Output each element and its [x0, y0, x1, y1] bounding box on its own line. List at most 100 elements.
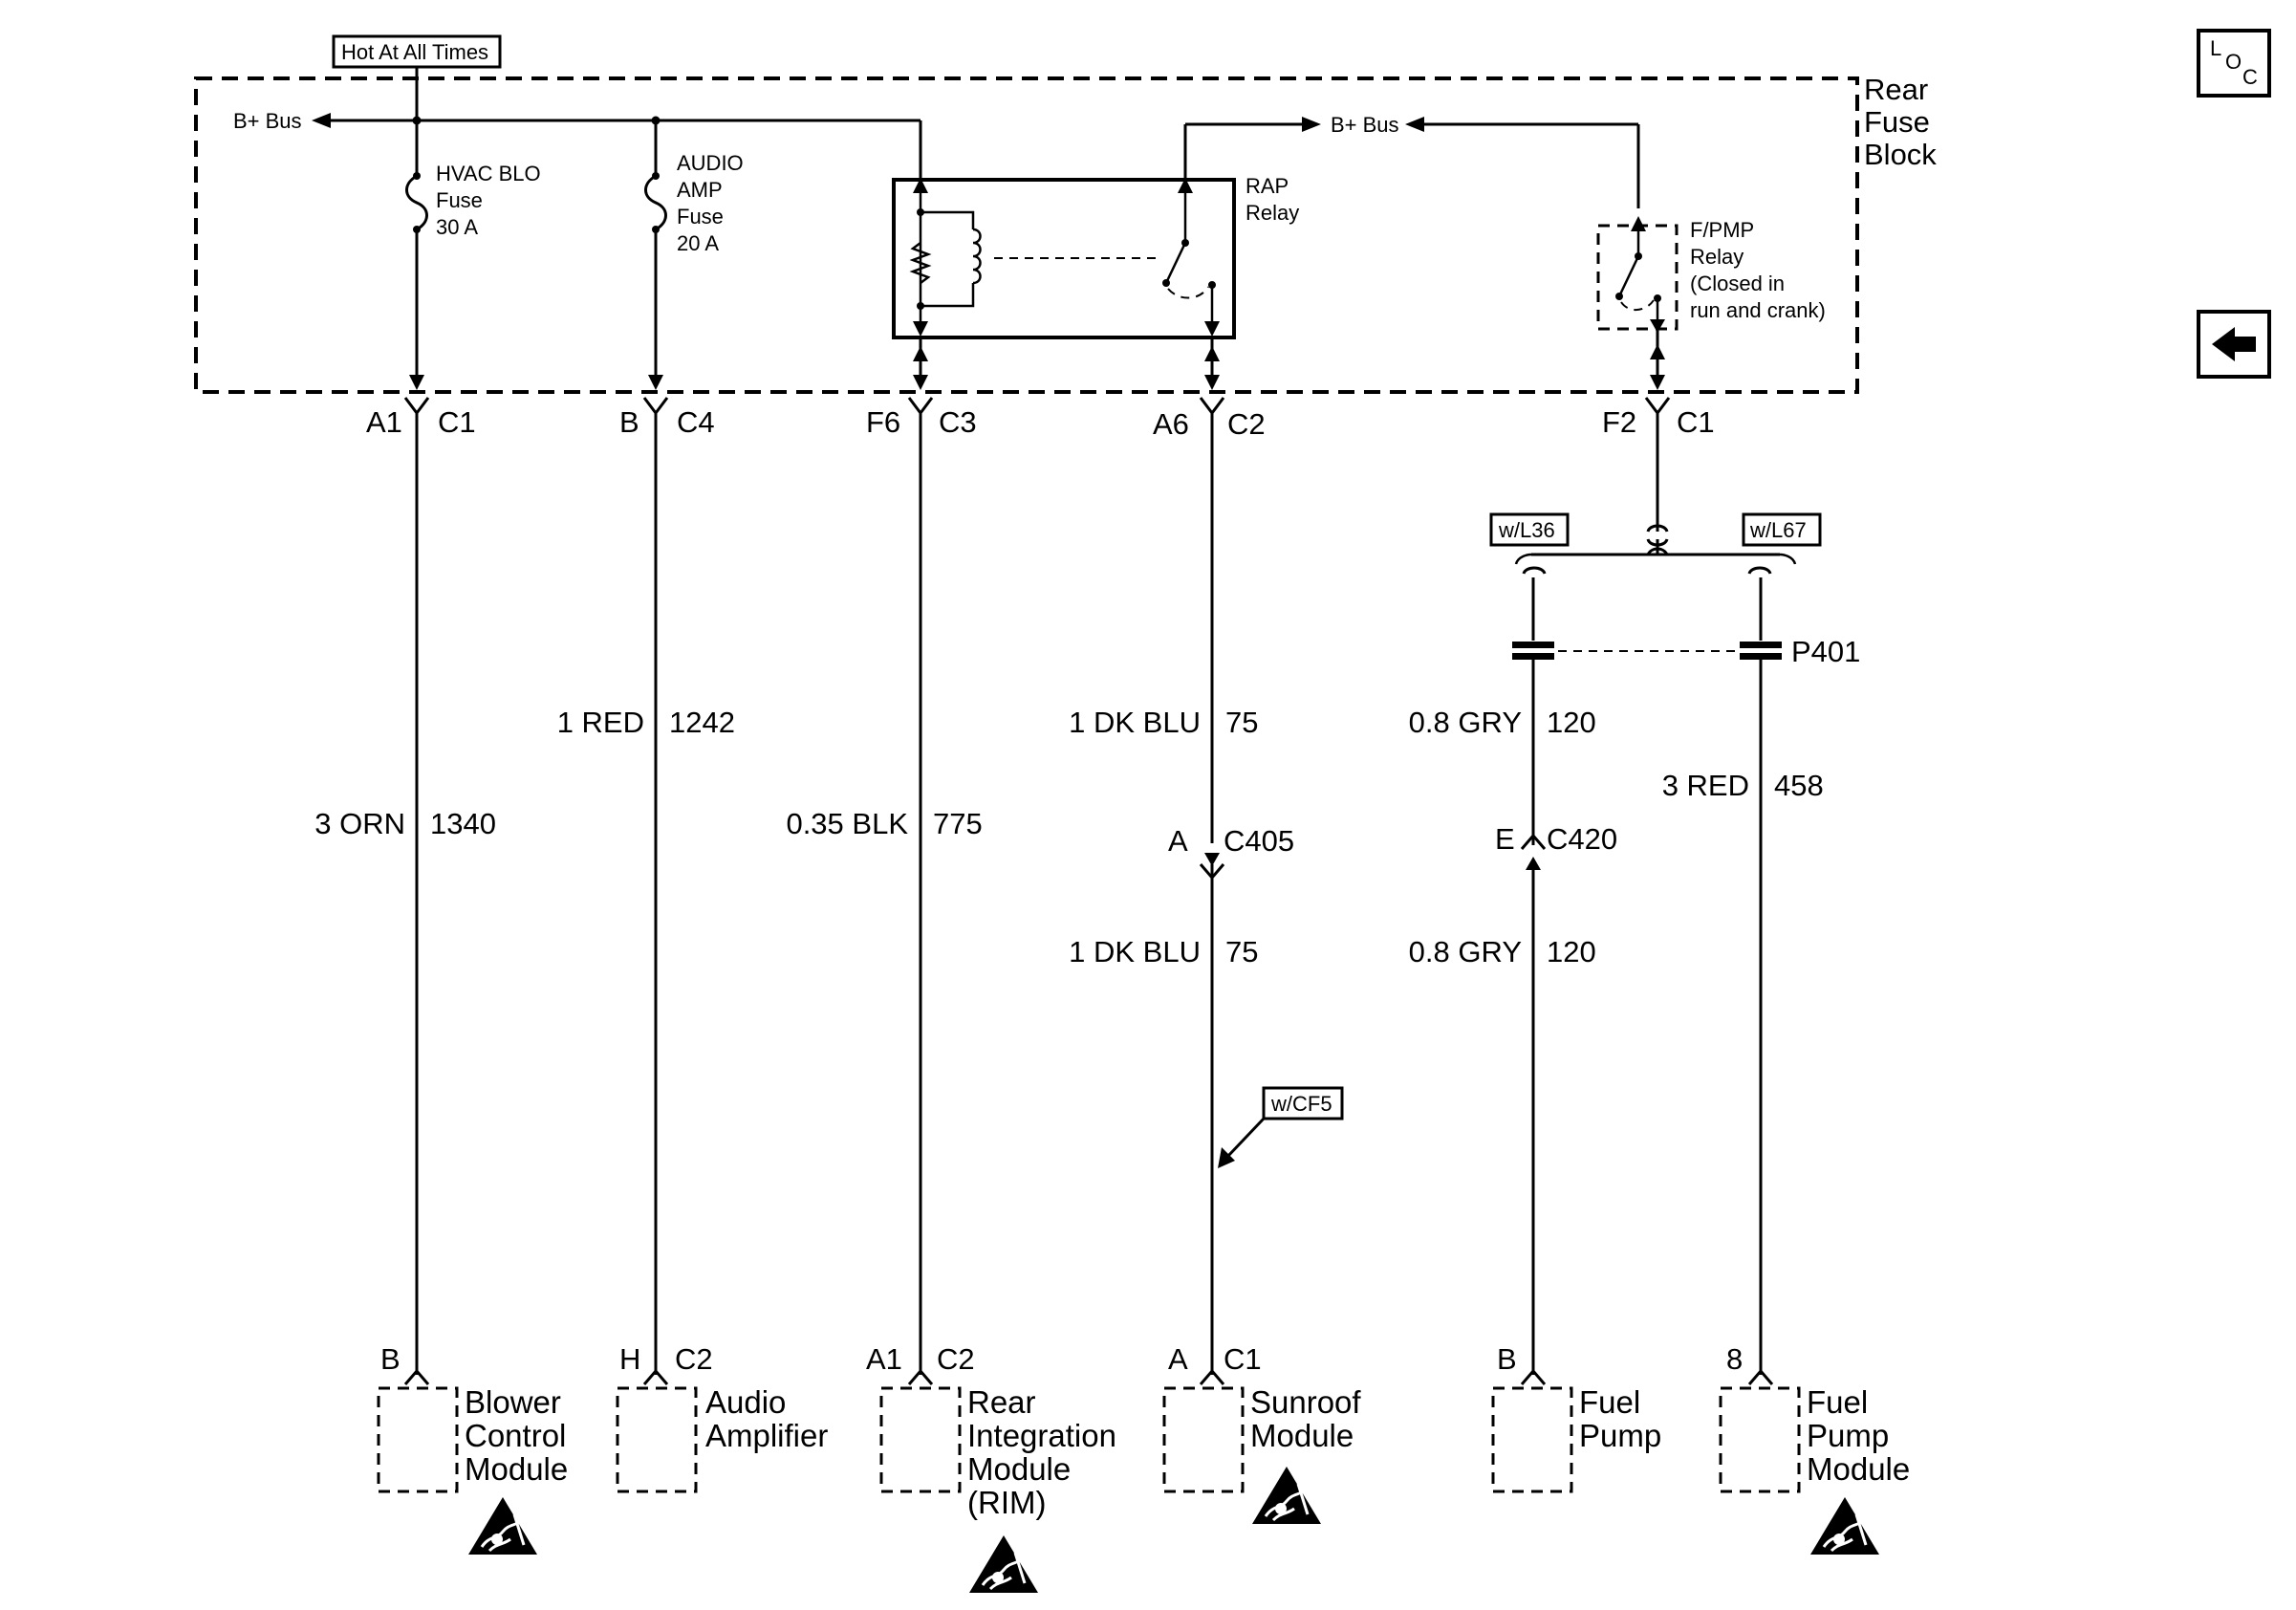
component-name: Control	[465, 1418, 566, 1453]
rear-integration-module-box	[879, 1386, 962, 1493]
loc-letter: C	[2242, 65, 2258, 89]
connector-id: C1	[1677, 405, 1715, 439]
wire-circuit: 75	[1225, 935, 1258, 968]
connector-pin: A1	[366, 405, 402, 439]
wire-circuit: 1242	[669, 706, 735, 739]
connector-id: C1	[438, 405, 476, 439]
esd-sensitive-icon	[967, 1534, 1040, 1595]
wire-spec: 0.8 GRY	[1409, 935, 1522, 968]
option-cf5-label: w/CF5	[1270, 1092, 1332, 1116]
fuse-audio-label: 20 A	[677, 231, 719, 255]
wire-circuit: 775	[933, 807, 983, 840]
fuse-hvac-label: HVAC BLO	[436, 162, 541, 185]
component-pin: B	[380, 1342, 401, 1376]
fuse-block-outline	[194, 76, 1859, 394]
fpmp-relay-label: Relay	[1690, 245, 1744, 269]
component-name: Integration	[967, 1418, 1116, 1453]
audio-amplifier-box	[616, 1386, 698, 1493]
hot-at-all-times-label: Hot At All Times	[341, 40, 488, 64]
rap-relay-box	[892, 178, 1236, 339]
connector-pin: F2	[1602, 405, 1636, 439]
bplus-bus-left-label: B+ Bus	[233, 109, 302, 133]
fuse-block-label: Block	[1864, 138, 1937, 171]
connector-pin: B	[619, 405, 639, 439]
p401-label: P401	[1791, 635, 1860, 668]
fuel-pump-module-box	[1719, 1386, 1801, 1493]
wire-spec: 1 DK BLU	[1069, 935, 1201, 968]
component-name: Module	[465, 1451, 568, 1487]
component-conn: C2	[937, 1342, 975, 1376]
component-pin: H	[619, 1342, 640, 1376]
option-l36-label: w/L36	[1498, 518, 1555, 542]
sunroof-module-box	[1162, 1386, 1245, 1493]
component-pin: 8	[1726, 1342, 1743, 1376]
c405-label: C405	[1224, 824, 1294, 858]
component-conn: C1	[1224, 1342, 1262, 1376]
component-name: Module	[967, 1451, 1071, 1487]
option-l36-box	[1489, 512, 1570, 547]
component-name: Pump	[1807, 1418, 1889, 1453]
component-pin: A1	[866, 1342, 902, 1376]
fuel-pump-box	[1491, 1386, 1573, 1493]
rap-relay-label: Relay	[1245, 201, 1299, 225]
connector-id: C2	[1227, 407, 1266, 441]
esd-sensitive-icon	[1250, 1465, 1323, 1526]
component-name: Sunroof	[1250, 1384, 1361, 1420]
connector-id: C4	[677, 405, 715, 439]
fuse-audio-label: Fuse	[677, 205, 724, 228]
wire-circuit: 1340	[430, 807, 496, 840]
component-name: (RIM)	[967, 1485, 1046, 1520]
component-name: Blower	[465, 1384, 561, 1420]
fuse-block-label: Fuse	[1864, 105, 1930, 139]
fpmp-relay-label: (Closed in	[1690, 272, 1785, 295]
option-l67-label: w/L67	[1749, 518, 1807, 542]
fuse-audio-label: AMP	[677, 178, 723, 202]
wire-circuit: 75	[1225, 706, 1258, 739]
option-l67-box	[1742, 512, 1822, 547]
fuse-audio-label: AUDIO	[677, 151, 744, 175]
rap-relay-label: RAP	[1245, 174, 1289, 198]
c405-pin: A	[1168, 824, 1188, 858]
wire-circuit: 120	[1547, 935, 1596, 968]
connector-pin: A6	[1153, 407, 1189, 441]
loc-letter: L	[2210, 36, 2221, 60]
component-name: Audio	[705, 1384, 786, 1420]
component-pin: A	[1168, 1342, 1188, 1376]
c420-label: C420	[1547, 822, 1617, 856]
component-name: Rear	[967, 1384, 1036, 1420]
wire-spec: 0.35 BLK	[786, 807, 908, 840]
esd-sensitive-icon	[466, 1495, 539, 1556]
fuse-hvac-label: 30 A	[436, 215, 478, 239]
component-name: Pump	[1579, 1418, 1661, 1453]
component-name: Module	[1250, 1418, 1354, 1453]
component-name: Amplifier	[705, 1418, 828, 1453]
connector-id: C3	[939, 405, 977, 439]
wire-spec: 0.8 GRY	[1409, 706, 1522, 739]
back-arrow-button[interactable]	[2197, 310, 2271, 379]
component-name: Fuel	[1579, 1384, 1640, 1420]
component-name: Fuel	[1807, 1384, 1868, 1420]
component-conn: C2	[675, 1342, 713, 1376]
bplus-bus-right-label: B+ Bus	[1331, 113, 1399, 137]
wire-circuit: 120	[1547, 706, 1596, 739]
option-cf5-box	[1262, 1086, 1344, 1120]
c420-pin: E	[1495, 822, 1515, 856]
blower-control-module-box	[377, 1386, 459, 1493]
back-arrow-icon	[2212, 327, 2256, 361]
wire-spec: 1 RED	[557, 706, 644, 739]
wire-circuit: 458	[1774, 769, 1824, 802]
fpmp-relay-label: F/PMP	[1690, 218, 1754, 242]
component-pin: B	[1497, 1342, 1517, 1376]
wire-spec: 3 ORN	[314, 807, 405, 840]
wire-spec: 3 RED	[1662, 769, 1749, 802]
fpmp-relay-label: run and crank)	[1690, 298, 1826, 322]
wire-spec: 1 DK BLU	[1069, 706, 1201, 739]
connector-pin: F6	[866, 405, 900, 439]
component-locator-button[interactable]: L O C	[2197, 29, 2271, 98]
loc-letter: O	[2225, 50, 2242, 74]
fuse-hvac-label: Fuse	[436, 188, 483, 212]
fuse-block-label: Rear	[1864, 73, 1928, 106]
esd-sensitive-icon	[1809, 1495, 1881, 1556]
component-name: Module	[1807, 1451, 1910, 1487]
